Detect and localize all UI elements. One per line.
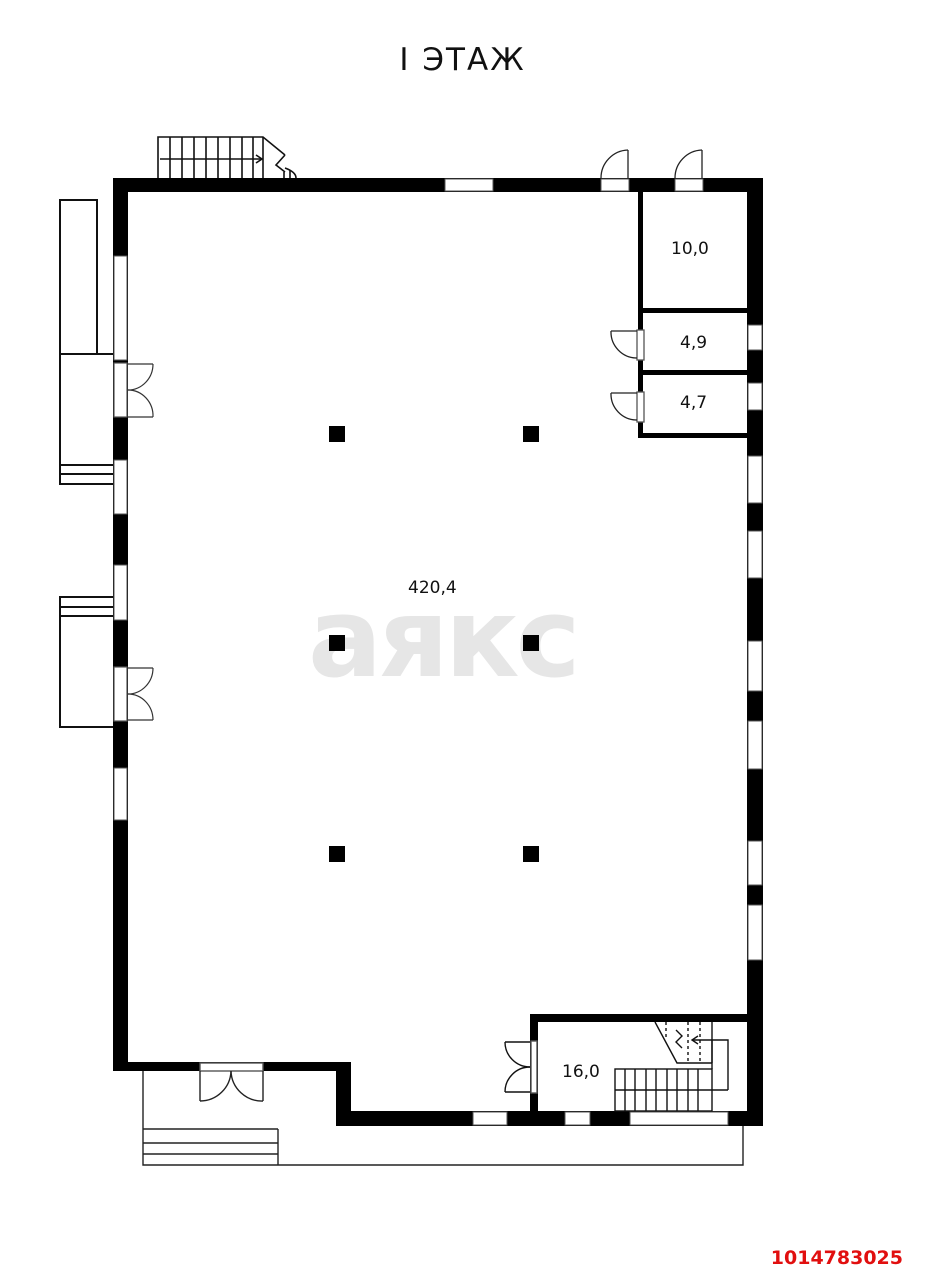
floor-title: I ЭТАЖ bbox=[399, 42, 526, 78]
side-room-doors bbox=[610, 329, 645, 423]
listing-id: 1014783025 bbox=[770, 1247, 903, 1269]
bottom-entrance bbox=[142, 1062, 744, 1166]
windows bbox=[113, 178, 763, 1126]
room-area-10: 10,0 bbox=[671, 239, 709, 259]
left-annex bbox=[59, 199, 113, 728]
room-area-stair: 16,0 bbox=[562, 1062, 600, 1082]
room-area-4-7: 4,7 bbox=[680, 393, 707, 413]
left-double-doors bbox=[113, 362, 154, 722]
top-doors bbox=[600, 149, 704, 192]
top-exterior-stair bbox=[157, 136, 297, 179]
stair-room-details bbox=[504, 1021, 729, 1112]
room-area-main-hall: 420,4 bbox=[408, 578, 457, 598]
room-area-4-9: 4,9 bbox=[680, 333, 707, 353]
columns bbox=[329, 426, 539, 862]
